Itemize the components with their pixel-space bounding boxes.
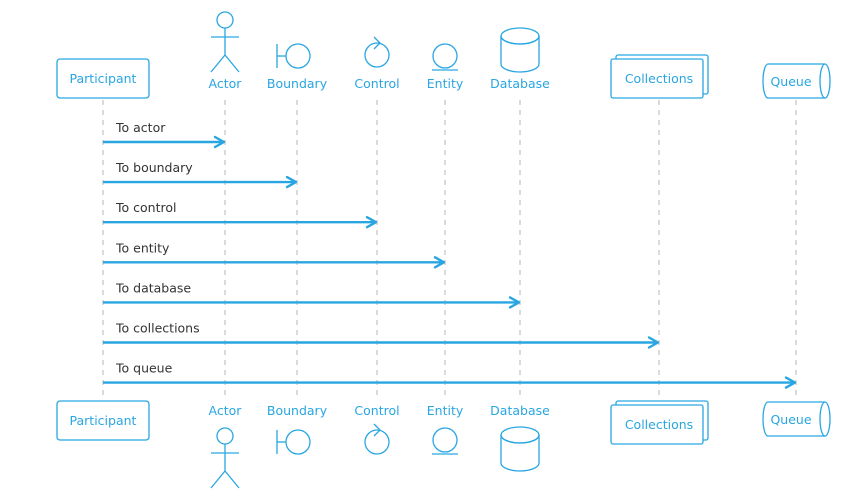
queue-label: Queue (770, 412, 811, 427)
message-arrowhead (433, 256, 446, 269)
message-label: To control (115, 200, 176, 215)
control-top: Control (354, 36, 400, 91)
database-icon (500, 426, 540, 472)
entity-top: Entity (427, 43, 464, 91)
message-control: To control (103, 200, 378, 229)
participant-top: Participant (56, 58, 150, 99)
collections-label: Collections (625, 417, 693, 432)
boundary-label: Boundary (267, 76, 328, 91)
boundary-label: Boundary (267, 403, 328, 418)
database-label: Database (490, 403, 550, 418)
entity-icon (432, 427, 458, 455)
message-arrowhead (508, 296, 521, 309)
actor-icon (210, 11, 240, 73)
lifelines (102, 100, 797, 400)
actor-icon (210, 427, 240, 489)
collections-front-box (610, 404, 704, 445)
entity-label: Entity (427, 76, 464, 91)
message-label: To boundary (115, 160, 193, 175)
database-icon (500, 27, 540, 73)
message-boundary: To boundary (103, 160, 298, 189)
collections-label: Collections (625, 71, 693, 86)
control-icon (364, 36, 390, 68)
message-arrowhead (213, 135, 226, 149)
message-database: To database (103, 280, 521, 309)
boundary-top: Boundary (267, 43, 328, 91)
queue-top: Queue (762, 63, 831, 99)
participant-box (56, 400, 150, 441)
database-bottom: Database (490, 403, 550, 472)
message-arrowhead (784, 376, 797, 389)
queue-icon (762, 401, 831, 437)
participant-label: Participant (70, 71, 137, 86)
control-bottom: Control (354, 403, 400, 455)
actor-label: Actor (209, 403, 243, 418)
participants-top: Participant Actor Boundary Control Entity Dat… (56, 11, 831, 99)
entity-label: Entity (427, 403, 464, 418)
message-label: To entity (115, 240, 170, 255)
queue-bottom: Queue (762, 401, 831, 437)
message-collections: To collections (103, 321, 660, 349)
entity-bottom: Entity (427, 403, 464, 455)
participants-bottom: Participant Actor Boundary Control Entity Dat… (56, 400, 831, 489)
message-entity: To entity (103, 240, 446, 269)
message-queue: To queue (103, 361, 797, 389)
control-label: Control (354, 76, 399, 91)
entity-icon (432, 43, 458, 71)
messages: To actor To boundary To control To entityTo… (103, 120, 797, 389)
message-label: To queue (115, 361, 173, 376)
message-label: To actor (115, 120, 166, 135)
message-arrowhead (647, 336, 660, 349)
actor-bottom: Actor (209, 403, 243, 489)
database-top: Database (490, 27, 550, 91)
actor-top: Actor (209, 11, 243, 91)
boundary-icon (276, 429, 311, 455)
boundary-icon (276, 43, 311, 69)
message-arrowhead (285, 175, 298, 189)
control-icon (364, 423, 390, 455)
participant-box (56, 58, 150, 99)
collections-front-box (610, 58, 704, 99)
boundary-bottom: Boundary (267, 403, 328, 455)
participant-label: Participant (70, 413, 137, 428)
message-actor: To actor (103, 120, 226, 149)
actor-label: Actor (209, 76, 243, 91)
collections-top: Collections (610, 54, 709, 99)
queue-icon (762, 63, 831, 99)
message-label: To collections (115, 321, 200, 336)
queue-label: Queue (770, 74, 811, 89)
message-label: To database (115, 280, 191, 295)
database-label: Database (490, 76, 550, 91)
message-arrowhead (365, 215, 378, 229)
control-label: Control (354, 403, 399, 418)
participant-bottom: Participant (56, 400, 150, 441)
collections-bottom: Collections (610, 400, 709, 445)
